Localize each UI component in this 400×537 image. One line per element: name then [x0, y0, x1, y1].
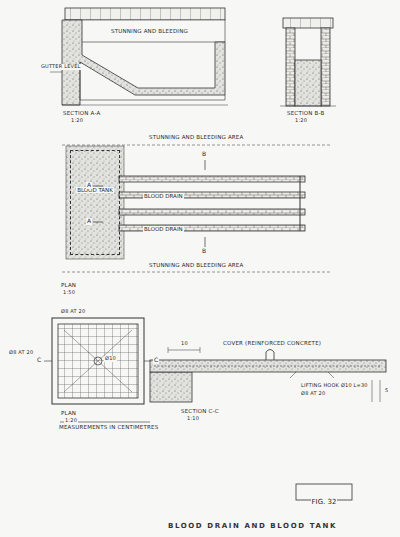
plan-1-20: [44, 318, 152, 422]
plan-1-50: [62, 145, 330, 272]
drawing-label: SECTION C-C: [180, 408, 220, 414]
section-marker: B: [201, 248, 207, 255]
drawing-label: SECTION B-B: [286, 110, 326, 116]
sheet-title: BLOOD DRAIN AND BLOOD TANK: [168, 522, 337, 530]
figure-frame: [296, 484, 352, 500]
drawing-label: PLAN: [60, 282, 77, 288]
section-a-a: [50, 8, 228, 105]
drawing-label: GUTTER LEVEL: [40, 64, 82, 70]
drawing-label: MEASUREMENTS IN CENTIMETRES: [58, 424, 159, 430]
node-label: BLOOD TANK: [76, 187, 114, 193]
section-marker: C: [36, 357, 42, 364]
drawing-label: LIFTING HOOK Ø10 L=30: [300, 383, 369, 389]
drawing-label: Ø8 AT 20: [60, 309, 86, 315]
section-marker: B: [201, 151, 207, 158]
scale-note: 1:10: [186, 416, 200, 422]
section-marker: A: [86, 218, 92, 225]
dimension: 5: [384, 388, 389, 394]
scale-note: 1:20: [294, 118, 308, 124]
section-c-c: [150, 347, 386, 402]
node-label: BLOOD DRAIN: [143, 226, 184, 232]
section-b-b: [280, 18, 336, 106]
scale-note: 1:50: [62, 290, 76, 296]
drawing-label: Ø10: [104, 356, 117, 362]
drawing-label: STUNNING AND BLEEDING AREA: [148, 262, 245, 268]
section-marker: C: [153, 357, 159, 364]
node-label: BLOOD DRAIN: [143, 193, 184, 199]
drawing-label: SECTION A-A: [62, 110, 101, 116]
tank-outline: BLOOD TANK: [70, 150, 120, 255]
drawing-label: STUNNING AND BLEEDING: [110, 28, 189, 34]
section-marker: A: [86, 182, 92, 189]
node-label: FIG. 32: [311, 499, 338, 507]
figure-box: FIG. 32: [299, 487, 349, 499]
dimension: 10: [180, 341, 189, 347]
drawing-label: Ø8 AT 20: [8, 350, 34, 356]
scale-note: 1:20: [64, 418, 78, 424]
drawing-label: COVER (REINFORCED CONCRETE): [222, 340, 322, 346]
drain-channel: BLOOD DRAIN: [119, 215, 305, 225]
drawing-label: PLAN: [60, 410, 77, 416]
scale-note: 1:20: [70, 118, 84, 124]
drain-channel: BLOOD DRAIN: [119, 182, 305, 192]
drawing-label: Ø8 AT 20: [300, 391, 326, 397]
drawing-label: STUNNING AND BLEEDING AREA: [148, 134, 245, 140]
